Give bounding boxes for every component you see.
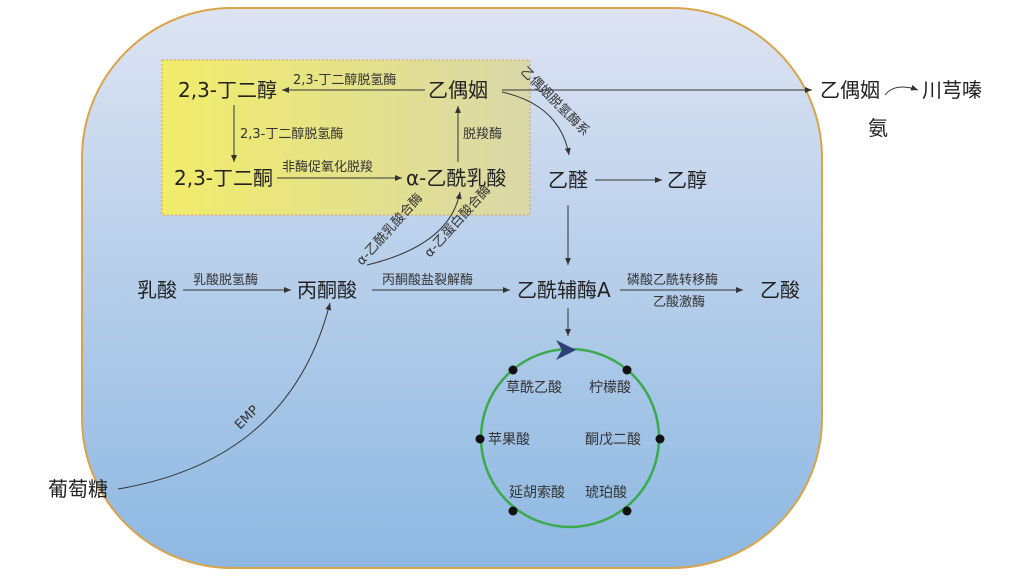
node-tetramethylpyrazine: 川芎嗪	[922, 78, 982, 102]
tca-oxaloacetate: 草酰乙酸	[506, 380, 562, 396]
tca-malate: 苹果酸	[488, 432, 530, 448]
tca-dot	[655, 434, 665, 444]
node-acetate: 乙酸	[760, 278, 800, 302]
node-ethanol: 乙醇	[667, 168, 707, 192]
tca-dot	[508, 365, 518, 375]
node-acetyl-coa: 乙酰辅酶A	[517, 278, 611, 302]
tca-succinate: 琥珀酸	[585, 485, 627, 501]
node-acetolactate: α-乙酰乳酸	[406, 166, 506, 190]
node-butanedione: 2,3-丁二酮	[174, 166, 273, 190]
node-ammonia: 氨	[868, 116, 888, 140]
node-acetoin: 乙偶姻	[428, 78, 488, 102]
tca-dot	[622, 365, 632, 375]
node-glucose: 葡萄糖	[48, 477, 108, 501]
tca-cycle: 草酰乙酸 柠檬酸 苹果酸 酮戊二酸 延胡索酸 琥珀酸	[475, 340, 665, 529]
enzyme-pfl: 丙酮酸盐裂解酶	[382, 272, 473, 288]
tca-fumarate: 延胡索酸	[509, 484, 565, 501]
enzyme-decarboxylase: 脱羧酶	[463, 126, 502, 142]
node-lactate: 乳酸	[137, 278, 177, 302]
enzyme-ldh: 乳酸脱氢酶	[193, 272, 258, 288]
pathway-arrows	[117, 84, 919, 490]
cycle-direction-arrow-icon	[556, 340, 576, 360]
enzyme-nonenzymatic: 非酶促氧化脱羧	[282, 159, 373, 175]
tca-ketoglutarate: 酮戊二酸	[585, 432, 641, 448]
node-pyruvate: 丙酮酸	[297, 278, 357, 302]
node-butanediol: 2,3-丁二醇	[178, 78, 277, 102]
enzyme-bdh-left: 2,3-丁二醇脱氢酶	[240, 126, 343, 142]
node-acetaldehyde: 乙醛	[548, 168, 588, 192]
enzyme-ack: 乙酸激酶	[653, 294, 705, 310]
tca-dot	[475, 434, 485, 444]
enzyme-bdh-top: 2,3-丁二醇脱氢酶	[293, 72, 396, 88]
tca-dot	[508, 506, 518, 516]
acetoin-pathway-highlight	[161, 59, 531, 216]
node-acetoin-out: 乙偶姻	[820, 78, 880, 102]
enzyme-pta: 磷酸乙酰转移酶	[627, 272, 718, 288]
tca-citrate: 柠檬酸	[589, 380, 631, 396]
tca-dot	[622, 506, 632, 516]
